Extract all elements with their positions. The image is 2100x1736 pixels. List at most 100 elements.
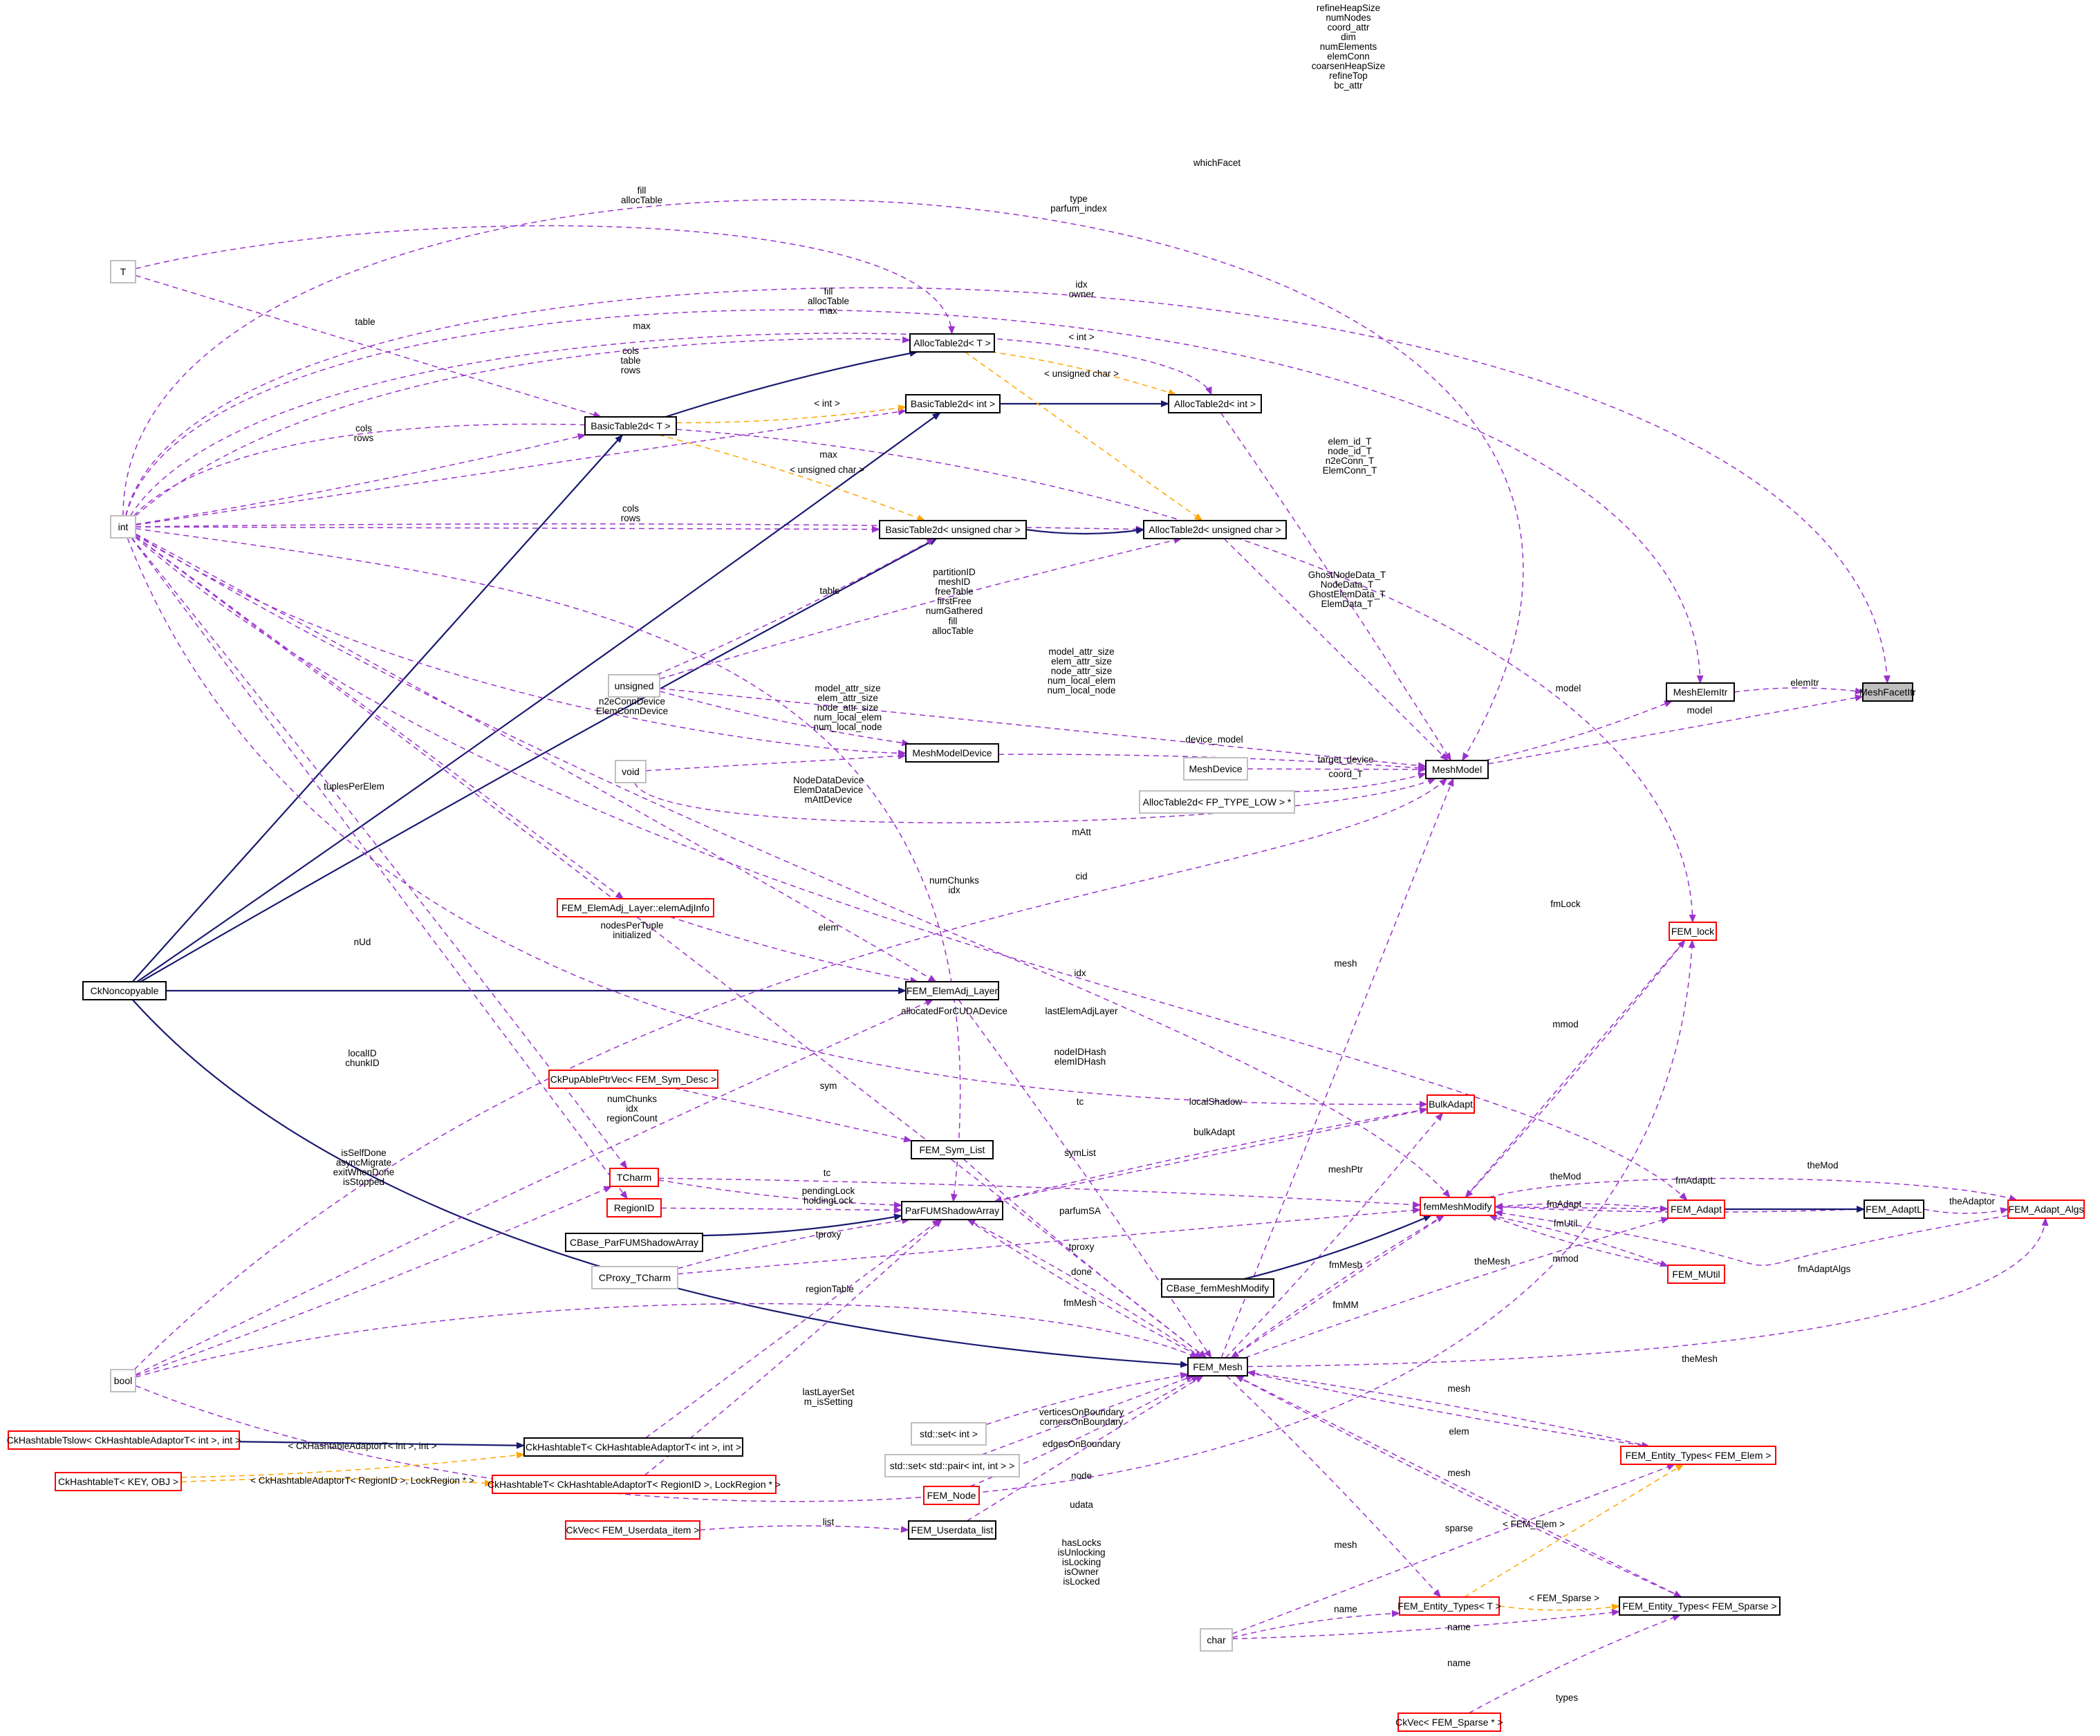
node-box[interactable] [1620,1446,1776,1465]
node-box[interactable] [1864,1200,1924,1219]
node-box[interactable] [82,981,167,1000]
node-BasicTable2dInt[interactable]: BasicTable2d< int > [905,394,1001,413]
node-box[interactable] [523,1437,743,1457]
node-BulkAdapt[interactable]: BulkAdapt [1427,1094,1475,1114]
node-box[interactable] [1619,1596,1781,1616]
node-box[interactable] [110,1369,136,1392]
node-AllocTable2dT[interactable]: AllocTable2d< T > [909,333,995,353]
node-femMeshModify[interactable]: femMeshModify [1420,1197,1496,1216]
node-box[interactable] [908,1520,996,1540]
node-box[interactable] [1427,1094,1475,1114]
node-box[interactable] [1161,1278,1274,1298]
node-CkHashtableTslow[interactable]: CkHashtableTslow< CkHashtableAdaptorT< i… [7,1430,241,1450]
node-MeshModelDevice[interactable]: MeshModelDevice [905,743,999,763]
node-CkVec_Sparse[interactable]: CkVec< FEM_Sparse * > [1395,1712,1503,1732]
node-box[interactable] [608,674,660,698]
node-box[interactable] [1187,1357,1248,1376]
node-unsigned[interactable]: unsigned [608,674,660,698]
node-box[interactable] [2007,1200,2085,1219]
node-box[interactable] [901,1201,1003,1220]
node-box[interactable] [905,743,999,763]
node-CkVec_Userdata[interactable]: CkVec< FEM_Userdata_item > [565,1520,700,1540]
node-FEM_Entity_Types_T[interactable]: FEM_Entity_Types< T > [1397,1596,1501,1616]
node-box[interactable] [591,1266,678,1289]
node-CProxy_TCharm[interactable]: CProxy_TCharm [591,1266,678,1289]
node-box[interactable] [110,515,136,539]
node-TCharm[interactable]: TCharm [609,1168,659,1187]
node-box[interactable] [1425,760,1489,779]
node-AllocTable2dInt[interactable]: AllocTable2d< int > [1168,394,1262,413]
node-MeshDevice[interactable]: MeshDevice [1183,757,1248,781]
node-box[interactable] [1183,757,1248,781]
node-box[interactable] [1139,790,1295,814]
node-CBase_ParFUMShadowArray[interactable]: CBase_ParFUMShadowArray [565,1233,703,1252]
node-box[interactable] [557,898,714,917]
node-box[interactable] [1200,1628,1233,1652]
node-box[interactable] [584,416,677,436]
node-box[interactable] [548,1070,718,1089]
node-FEM_Entity_Types_Sparse[interactable]: FEM_Entity_Types< FEM_Sparse > [1619,1596,1781,1616]
node-box[interactable] [1667,1264,1725,1284]
node-box[interactable] [911,1422,987,1446]
node-box[interactable] [905,981,999,1000]
node-FEM_Entity_Types_Elem[interactable]: FEM_Entity_Types< FEM_Elem > [1620,1446,1776,1465]
node-int[interactable]: int [110,515,136,539]
node-box[interactable] [923,1486,980,1505]
node-FEM_ElemAdj_Layer[interactable]: FEM_ElemAdj_Layer [905,981,999,1000]
node-box[interactable] [1397,1712,1501,1732]
node-CkHashtableT_int[interactable]: CkHashtableT< CkHashtableAdaptorT< int >… [523,1437,743,1457]
node-box[interactable] [1667,1200,1725,1219]
node-FEM_Node[interactable]: FEM_Node [923,1486,980,1505]
node-CBase_femMeshModify[interactable]: CBase_femMeshModify [1161,1278,1274,1298]
node-RegionID[interactable]: RegionID [606,1198,662,1217]
node-box[interactable] [615,760,647,783]
node-box[interactable] [55,1472,182,1491]
node-AllocTable2dUC[interactable]: AllocTable2d< unsigned char > [1143,520,1287,539]
node-FEM_ElemAdj_Layer_info[interactable]: FEM_ElemAdj_Layer::elemAdjInfo [557,898,714,917]
node-CkHashtableT_KEY[interactable]: CkHashtableT< KEY, OBJ > [55,1472,182,1491]
node-box[interactable] [1168,394,1262,413]
node-box[interactable] [1143,520,1287,539]
node-box[interactable] [909,333,995,353]
node-box[interactable] [1669,922,1717,941]
node-FEM_Sym_List[interactable]: FEM_Sym_List [911,1140,994,1159]
node-FEM_MUtil[interactable]: FEM_MUtil [1667,1264,1725,1284]
node-void[interactable]: void [615,760,647,783]
node-box[interactable] [1862,682,1913,702]
node-box[interactable] [911,1140,994,1159]
node-box[interactable] [884,1454,1020,1477]
node-ParFUMShadowArray[interactable]: ParFUMShadowArray [901,1201,1003,1220]
node-FEM_AdaptL[interactable]: FEM_AdaptL [1864,1200,1924,1219]
node-box[interactable] [1666,682,1735,702]
node-box[interactable] [1399,1596,1500,1616]
node-bool[interactable]: bool [110,1369,136,1392]
node-std_set_int[interactable]: std::set< int > [911,1422,987,1446]
node-FEM_Userdata_list[interactable]: FEM_Userdata_list [908,1520,996,1540]
node-box[interactable] [1420,1197,1496,1216]
node-box[interactable] [110,260,136,283]
node-MeshModel[interactable]: MeshModel [1425,760,1489,779]
node-MeshFacetItr[interactable]: MeshFacetItr [1859,682,1916,702]
node-CkHashtableT_Region[interactable]: CkHashtableT< CkHashtableAdaptorT< Regio… [487,1475,781,1494]
node-box[interactable] [492,1475,777,1494]
node-box[interactable] [8,1430,240,1450]
node-CkNoncopyable[interactable]: CkNoncopyable [82,981,167,1000]
node-box[interactable] [609,1168,659,1187]
node-box[interactable] [879,520,1027,539]
node-FEM_Mesh[interactable]: FEM_Mesh [1187,1357,1248,1376]
node-FEM_Adapt[interactable]: FEM_Adapt [1667,1200,1725,1219]
node-CkPupAblePtrVec[interactable]: CkPupAblePtrVec< FEM_Sym_Desc > [548,1070,718,1089]
node-T[interactable]: T [110,260,136,283]
node-box[interactable] [565,1520,700,1540]
node-FEM_Adapt_Algs[interactable]: FEM_Adapt_Algs [2007,1200,2085,1219]
node-std_set_pair[interactable]: std::set< std::pair< int, int > > [884,1454,1020,1477]
node-box[interactable] [905,394,1001,413]
node-box[interactable] [565,1233,703,1252]
node-box[interactable] [606,1198,662,1217]
node-AllocTable2dFP[interactable]: AllocTable2d< FP_TYPE_LOW > * [1139,790,1295,814]
node-char[interactable]: char [1200,1628,1233,1652]
node-BasicTable2dUC[interactable]: BasicTable2d< unsigned char > [879,520,1027,539]
node-BasicTable2dT[interactable]: BasicTable2d< T > [584,416,677,436]
node-MeshElemItr[interactable]: MeshElemItr [1666,682,1735,702]
node-FEM_lock[interactable]: FEM_lock [1669,922,1717,941]
